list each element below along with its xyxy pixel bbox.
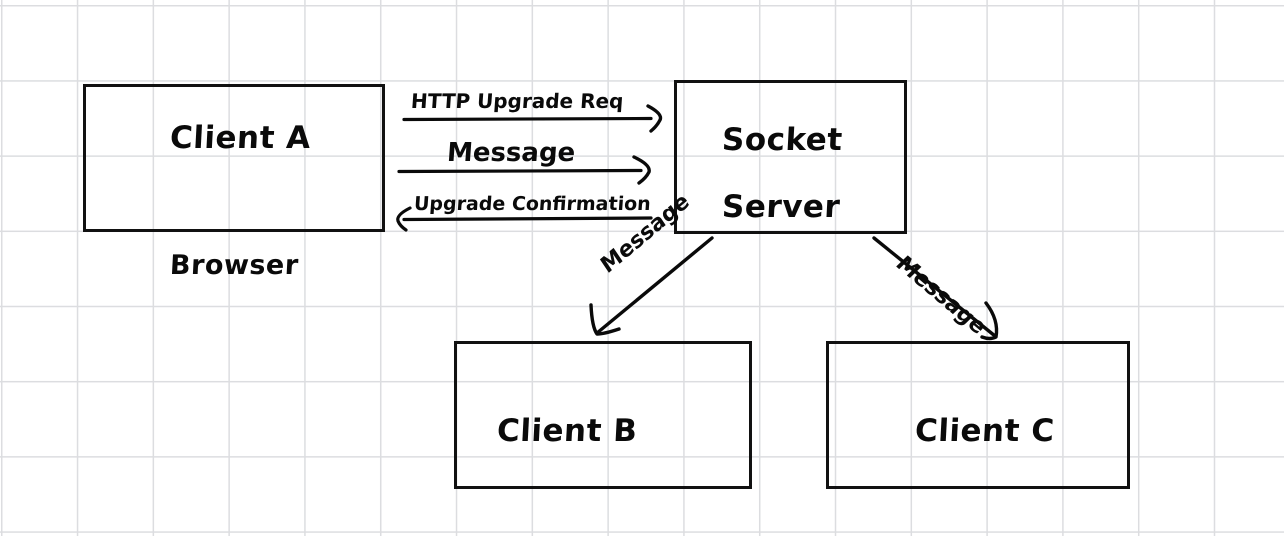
node-socket-server[interactable] xyxy=(674,80,907,234)
edge-label-upgrade-confirmation: Upgrade Confirmation xyxy=(413,193,652,215)
node-client-a-label: Client A xyxy=(169,120,312,156)
edge-label-http-upgrade-req: HTTP Upgrade Req xyxy=(410,89,625,113)
edge-label-message-to-client-c: Message xyxy=(890,251,992,340)
node-client-b-label: Client B xyxy=(496,413,639,449)
node-client-b[interactable] xyxy=(454,341,752,489)
node-socket-server-label-line2: Server xyxy=(721,189,842,225)
node-client-a-caption: Browser xyxy=(169,250,300,281)
edge-label-message-to-server: Message xyxy=(445,138,577,168)
node-client-c-label: Client C xyxy=(914,413,1056,449)
node-client-a[interactable] xyxy=(83,84,385,232)
node-socket-server-label-line1: Socket xyxy=(721,122,844,158)
node-client-c[interactable] xyxy=(826,341,1130,489)
